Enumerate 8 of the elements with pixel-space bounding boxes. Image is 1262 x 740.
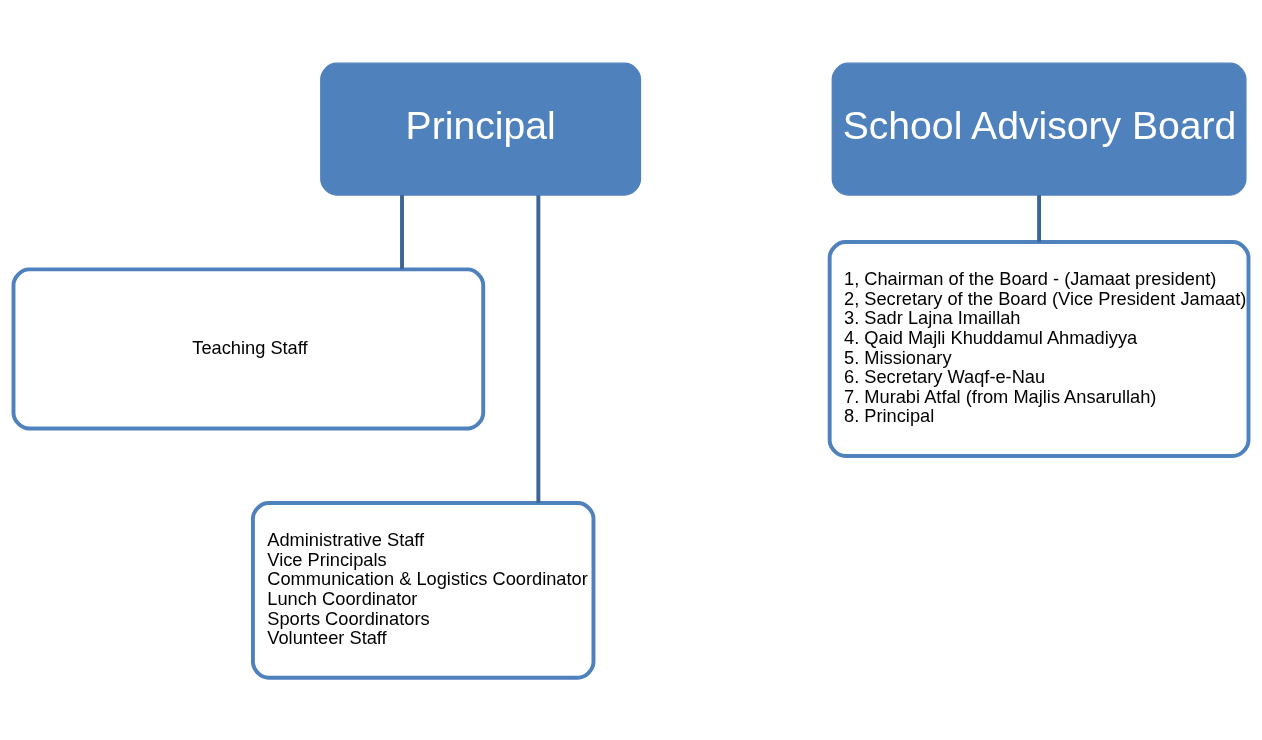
connector [400, 194, 404, 269]
node-box: Principal [320, 62, 642, 196]
node-box: Administrative Staff Vice Principals Communication & Logistics Coordinator Lunch Coordinator Sports Coordinators Volunteer Staff [250, 500, 596, 680]
node-box: School Advisory Board [831, 62, 1247, 196]
node-box: 1, Chairman of the Board - (Jamaat president) 2, Secretary of the Board (Vice President Jamaat) 3. Sadr Lajna Imaillah 4. Qaid Majli Khuddamul Ahmadiyya 5. Missionary 6. Secretary Waqf-e-Nau 7. Murabi Atfal (from Majlis Ansarullah) 8. Principal [827, 239, 1251, 458]
connector [536, 194, 541, 503]
connector [1037, 194, 1042, 242]
node-box: Teaching Staff [11, 266, 486, 430]
